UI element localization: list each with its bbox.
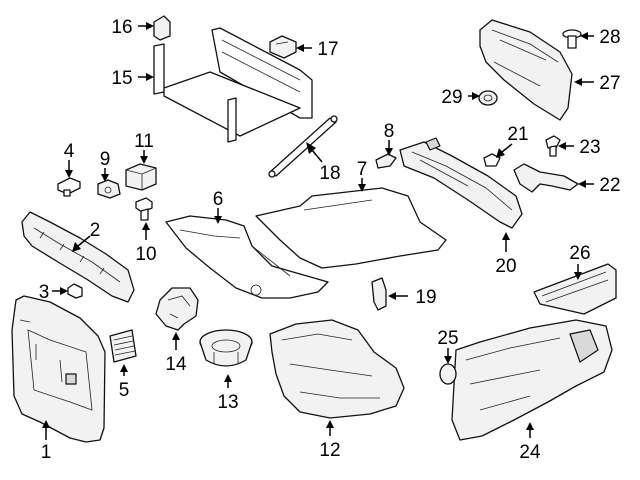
- callout-26: 26: [569, 243, 590, 264]
- part-14-bracket: [155, 287, 199, 331]
- callout-14: 14: [165, 354, 187, 375]
- part-20-sill-trim: [399, 137, 523, 229]
- part-15-cargo-frame: [153, 27, 313, 143]
- part-17-clip: [269, 35, 297, 59]
- callout-7: 7: [357, 159, 368, 180]
- part-19-clip: [371, 277, 387, 311]
- callout-23: 23: [579, 137, 600, 158]
- callout-3: 3: [39, 282, 50, 303]
- part-26-storage-bin: [533, 263, 617, 315]
- callout-22: 22: [599, 175, 620, 196]
- callout-2: 2: [90, 220, 101, 241]
- callout-13: 13: [217, 392, 238, 413]
- part-28-push-clip: [562, 29, 582, 49]
- callout-27: 27: [599, 73, 620, 94]
- part-22-bracket: [513, 163, 579, 193]
- callout-labels: 1 2 3 4 5 6 7 8 9 10 11 12 13 14 15 16 1…: [39, 17, 621, 463]
- callout-6: 6: [213, 189, 224, 210]
- part-5-vent-grille: [109, 329, 137, 363]
- callout-17: 17: [317, 39, 338, 60]
- part-13-wheel-cup: [199, 329, 253, 367]
- callout-29: 29: [441, 87, 462, 108]
- part-1-quarter-trim-panel: [11, 295, 106, 443]
- callout-4: 4: [64, 141, 75, 162]
- part-24-quarter-trim-panel: [451, 319, 613, 441]
- part-12-wheel-well-liner: [269, 319, 405, 419]
- callout-20: 20: [495, 256, 516, 277]
- part-10-bolt: [135, 197, 153, 221]
- callout-12: 12: [319, 440, 340, 461]
- part-29-grommet: [478, 90, 498, 106]
- part-7-trunk-mat: [255, 187, 447, 269]
- part-16-bracket: [153, 15, 171, 41]
- callout-15: 15: [111, 68, 132, 89]
- part-2-bracket: [21, 211, 135, 303]
- callout-19: 19: [415, 287, 436, 308]
- part-27-rear-panel-trim: [479, 19, 573, 121]
- callout-21: 21: [507, 124, 528, 145]
- part-25-plug: [439, 363, 457, 385]
- callout-1: 1: [41, 442, 52, 463]
- part-3-clip: [67, 283, 83, 299]
- part-8-clip: [375, 153, 397, 169]
- part-4-screw: [57, 177, 81, 197]
- part-6-floor-cover: [165, 215, 329, 299]
- callout-10: 10: [135, 244, 156, 265]
- callout-28: 28: [599, 27, 620, 48]
- callout-25: 25: [437, 328, 458, 349]
- part-21-fastener: [483, 153, 501, 167]
- callout-18: 18: [319, 163, 340, 184]
- callout-16: 16: [111, 17, 132, 38]
- callout-8: 8: [384, 121, 395, 142]
- part-11-cover: [125, 163, 157, 191]
- callout-9: 9: [100, 149, 111, 170]
- callout-5: 5: [119, 380, 130, 401]
- leader-lines: [42, 22, 594, 440]
- part-9-hook: [97, 179, 121, 199]
- callout-11: 11: [134, 131, 154, 152]
- part-23-bolt: [545, 135, 561, 157]
- callout-24: 24: [519, 442, 541, 463]
- part-18-gas-strut: [268, 115, 338, 178]
